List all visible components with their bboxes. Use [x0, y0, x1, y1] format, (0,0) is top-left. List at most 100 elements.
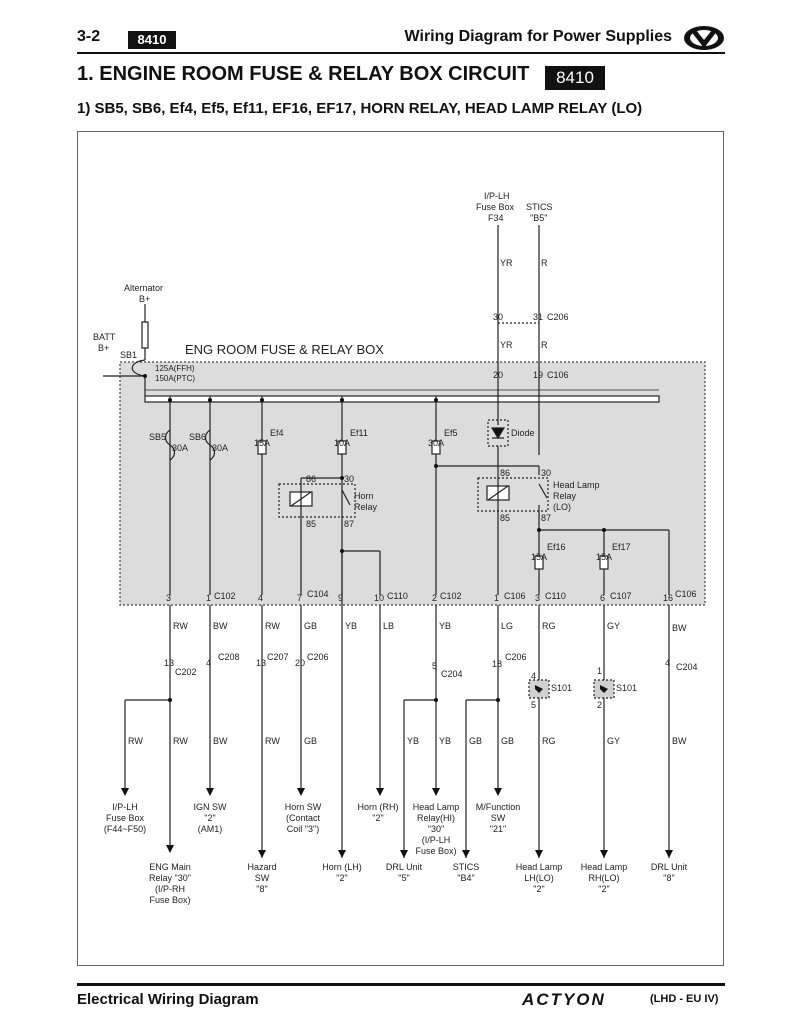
wire2-e: GB [304, 736, 317, 746]
wire1-h: LG [501, 621, 513, 631]
fuse-ef16-name: Ef16 [547, 542, 566, 552]
bus-bar [144, 395, 660, 403]
horn-relay-name-2: Relay [354, 502, 378, 512]
hl-relay-pin-85: 85 [500, 513, 510, 523]
dest-engmain-3: (I/P-RH [155, 884, 185, 894]
bottom-pin-2: 1 [206, 593, 211, 603]
horn-relay-pin-85: 85 [306, 519, 316, 529]
dest-hornsw-2: (Contact [286, 813, 321, 823]
head-lamp-relay-switch [538, 483, 548, 499]
hl-relay-name-2: Relay [553, 491, 577, 501]
bottom-pin-7: 2 [432, 593, 437, 603]
wire1-f: LB [383, 621, 394, 631]
horn-relay-pin-30: 30 [344, 474, 354, 484]
sb1-rating-ffh: 125A(FFH) [155, 364, 195, 373]
wire1-d: GB [304, 621, 317, 631]
mid-pin-2: 4 [206, 658, 211, 668]
wire2-d: RW [265, 736, 280, 746]
dest-hazard-1: Hazard [247, 862, 276, 872]
wire2-b: RW [173, 736, 188, 746]
bottom-pin-10: 6 [600, 593, 605, 603]
horn-relay [278, 483, 356, 518]
hl-relay-name-1: Head Lamp [553, 480, 600, 490]
bottom-conn-10: C107 [610, 591, 632, 601]
fuse-sb5-name: SB5 [149, 432, 166, 442]
wire2-a: RW [128, 736, 143, 746]
bottom-pin-11: 16 [663, 593, 673, 603]
src2-box-pin: 19 [533, 370, 543, 380]
fuse-sb6-name: SB6 [189, 432, 206, 442]
footer-variant: (LHD - EU IV) [650, 993, 719, 1005]
wire1-b: BW [213, 621, 228, 631]
dest-hlhi-4: (I/P-LH [422, 835, 451, 845]
batt-bplus: B+ [98, 343, 109, 353]
mid-pin-4: 20 [295, 658, 305, 668]
wire1-a: RW [173, 621, 188, 631]
dest-hlhi-1: Head Lamp [413, 802, 460, 812]
splice-b-top: 1 [597, 666, 602, 676]
dest-engmain-4: Fuse Box) [149, 895, 190, 905]
batt-label: BATT [93, 332, 116, 342]
dest-stics-1: STICS [453, 862, 480, 872]
dest-hlrh-2: RH(LO) [589, 873, 620, 883]
hl-relay-pin-30: 30 [541, 468, 551, 478]
bottom-pin-6: 10 [374, 593, 384, 603]
fuse-sb5-rating: 30A [172, 443, 188, 453]
dest-ign-2: "2" [204, 813, 215, 823]
box-connector-top: C106 [547, 370, 569, 380]
dest-ip-lh-3: (F44~F50) [104, 824, 146, 834]
fuse-ef11-rating: 10A [334, 438, 350, 448]
src1-wire: YR [500, 258, 513, 268]
src2-pin: 31 [533, 312, 543, 322]
fuse-ef4-rating: 15A [254, 438, 270, 448]
dest-hlhi-3: "30" [428, 824, 444, 834]
dest-stics-2: "B4" [457, 873, 474, 883]
horn-relay-pin-87: 87 [344, 519, 354, 529]
hl-relay-name-3: (LO) [553, 502, 571, 512]
dest-ign-3: (AM1) [198, 824, 223, 834]
wire2-k: GY [607, 736, 620, 746]
src1-line3: F34 [488, 213, 504, 223]
wire1-c: RW [265, 621, 280, 631]
footer-rule [77, 983, 725, 986]
dest-mfsw-1: M/Function [476, 802, 521, 812]
mid-conn-7: C204 [676, 662, 698, 672]
dest-ign-1: IGN SW [194, 802, 228, 812]
diode-icon [490, 427, 506, 440]
alternator-fuse [141, 321, 149, 349]
src1-box-pin: 20 [493, 370, 503, 380]
bottom-pin-5: 9 [338, 593, 343, 603]
wire1-g: YB [439, 621, 451, 631]
dest-hornrh-1: Horn (RH) [357, 802, 398, 812]
sb1-name: SB1 [120, 350, 137, 360]
wire1-i: RG [542, 621, 556, 631]
bottom-conn-4: C104 [307, 589, 329, 599]
wiring-diagram: ENG ROOM FUSE & RELAY BOX I/P-LH Fuse Bo… [93, 191, 706, 905]
alternator-bplus: B+ [139, 294, 150, 304]
dest-hllh-1: Head Lamp [516, 862, 563, 872]
page-subtitle: 1) SB5, SB6, Ef4, Ef5, Ef11, EF16, EF17,… [77, 100, 643, 117]
top-connector: C206 [547, 312, 569, 322]
fuse-sb6-rating: 30A [212, 443, 228, 453]
src1-line1: I/P-LH [484, 191, 510, 201]
dest-hllh-2: LH(LO) [524, 873, 554, 883]
dest-drl8-2: "8" [663, 873, 674, 883]
brand-logo-icon [684, 26, 724, 50]
dest-hllh-3: "2" [533, 884, 544, 894]
wire2-f: YB [407, 736, 419, 746]
src2-wire: R [541, 258, 548, 268]
bottom-conn-9: C110 [545, 591, 566, 601]
splice-b-name: S101 [616, 683, 637, 693]
box-label: ENG ROOM FUSE & RELAY BOX [185, 342, 384, 357]
bottom-pin-3: 4 [258, 593, 263, 603]
fuse-ef11-name: Ef11 [350, 428, 368, 438]
dest-hazard-3: "8" [256, 884, 267, 894]
sb1-fuse-link [131, 359, 146, 377]
src1-pin: 30 [493, 312, 503, 322]
wire2-g: YB [439, 736, 451, 746]
mid-conn-5: C204 [441, 669, 463, 679]
wire1-k: BW [672, 623, 687, 633]
dest-hornlh-2: "2" [336, 873, 347, 883]
wire2-i: GB [501, 736, 514, 746]
wire1-j: GY [607, 621, 620, 631]
